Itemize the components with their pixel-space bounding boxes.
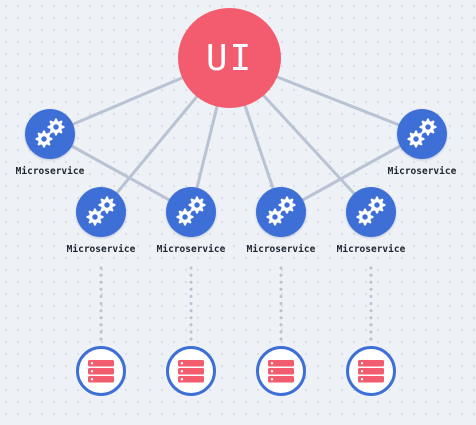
database-icon xyxy=(76,346,126,396)
microservice-label: Microservice xyxy=(246,244,316,255)
gears-icon xyxy=(166,187,216,237)
database-node xyxy=(76,346,126,396)
gears-icon xyxy=(25,109,75,159)
microservice-label: Microservice xyxy=(336,244,406,255)
ui-node: UI xyxy=(178,8,281,108)
microservice-label: Microservice xyxy=(156,244,226,255)
microservice-node: Microservice xyxy=(16,109,84,177)
gears-icon xyxy=(397,109,447,159)
database-node xyxy=(346,346,396,396)
gears-icon xyxy=(76,187,126,237)
service-link-line xyxy=(279,132,424,214)
ui-node-label: UI xyxy=(205,37,254,79)
gears-icon xyxy=(346,187,396,237)
microservice-node: Microservice xyxy=(247,187,315,255)
microservice-label: Microservice xyxy=(387,166,457,177)
service-link-line xyxy=(48,132,193,214)
microservice-node: Microservice xyxy=(67,187,135,255)
microservice-label: Microservice xyxy=(66,244,136,255)
gears-icon xyxy=(256,187,306,237)
microservice-node: Microservice xyxy=(388,109,456,177)
microservice-node: Microservice xyxy=(157,187,225,255)
microservice-node: Microservice xyxy=(337,187,405,255)
database-icon xyxy=(346,346,396,396)
database-node xyxy=(256,346,306,396)
database-icon xyxy=(256,346,306,396)
database-node xyxy=(166,346,216,396)
microservice-label: Microservice xyxy=(15,166,85,177)
database-icon xyxy=(166,346,216,396)
